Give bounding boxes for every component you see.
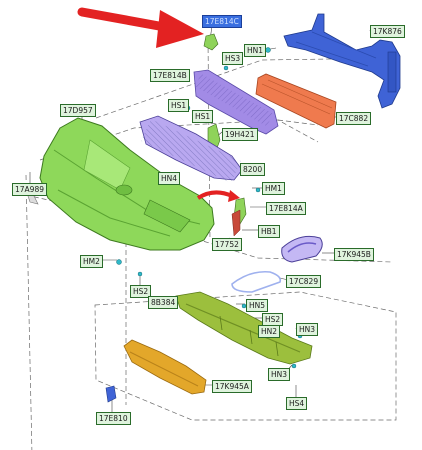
label-17E814A: 17E814A [266,202,306,215]
label-HN3-upper: HN3 [296,323,319,336]
label-HS3: HS3 [222,52,244,65]
label-HS1-upper: HS1 [168,99,190,112]
lower-trim [231,270,282,293]
label-17K945A: 17K945A [212,380,252,393]
red-arrow-icon [77,7,204,48]
bumper-cover [39,117,215,251]
upper-grille [193,69,279,135]
label-17C882: 17C882 [336,112,372,125]
label-17E814B: 17E814B [150,69,190,82]
label-HS1-lower: HS1 [192,110,214,123]
label-HN5: HN5 [246,299,269,312]
label-HN1: HN1 [244,44,267,57]
grille-bracket [203,33,219,51]
label-17E814C: 17E814C [202,15,242,28]
side-bracket [231,197,247,237]
label-17K945B: 17K945B [334,248,374,261]
label-17E810: 17E810 [96,412,131,425]
fog-lamp-bezel [281,235,323,263]
label-HS2-left: HS2 [130,285,152,298]
label-17D957: 17D957 [60,104,96,117]
front-spoiler [123,339,207,395]
label-17C829: 17C829 [286,275,322,288]
label-17A989: 17A989 [12,183,47,196]
label-HS4: HS4 [286,397,308,410]
tow-cover [105,385,117,403]
label-HN4: HN4 [158,172,181,185]
label-17K876: 17K876 [370,25,405,38]
label-17752: 17752 [212,238,242,251]
label-HN3-lower: HN3 [268,368,291,381]
direction-arrow-small [196,190,240,202]
label-HM2: HM2 [80,255,103,268]
energy-absorber [255,73,337,129]
label-HB1: HB1 [258,225,280,238]
label-8200: 8200 [240,163,266,176]
main-grille [139,115,243,183]
bumper-reinforcement [283,13,401,109]
label-HM1: HM1 [262,182,285,195]
label-8B384: 8B384 [148,296,179,309]
label-19H421: 19H421 [222,128,258,141]
label-HN2: HN2 [258,325,281,338]
lower-absorber [175,291,313,365]
